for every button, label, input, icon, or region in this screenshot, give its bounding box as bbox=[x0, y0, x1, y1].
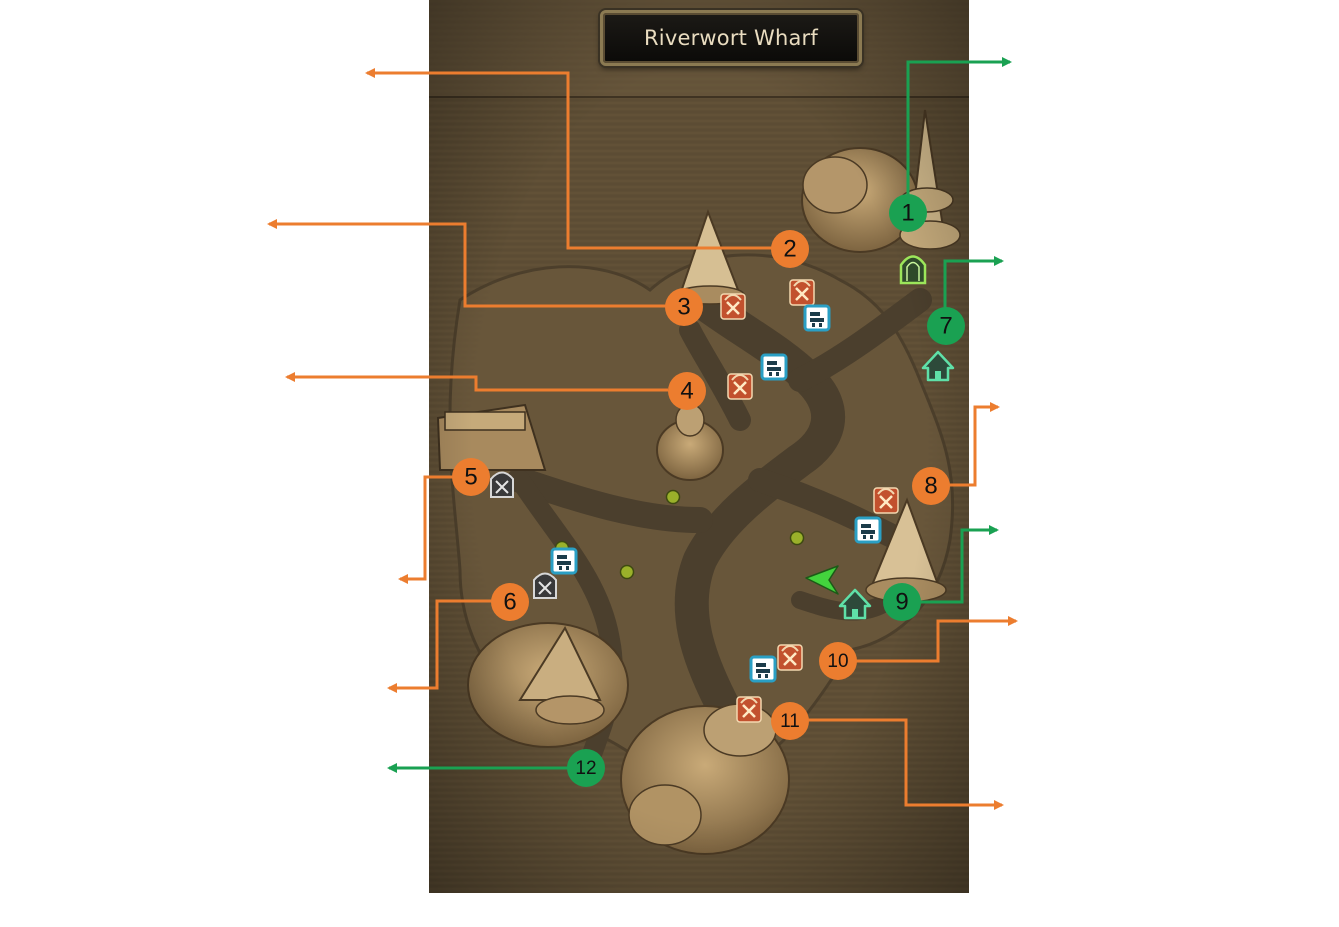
callout-leader-3 bbox=[267, 219, 667, 308]
shop-npc-icon[interactable] bbox=[727, 373, 753, 400]
locked-gate-icon[interactable] bbox=[533, 572, 557, 599]
callout-leader-11 bbox=[808, 718, 1004, 810]
callout-leader-2 bbox=[365, 68, 775, 250]
callout-leader-5 bbox=[398, 475, 455, 584]
callout-marker-12: 12 bbox=[567, 749, 605, 787]
callout-number: 8 bbox=[924, 472, 937, 499]
callout-marker-5: 5 bbox=[452, 458, 490, 496]
callout-leader-10 bbox=[856, 616, 1018, 663]
callout-marker-11: 11 bbox=[771, 702, 809, 740]
warehouse-service-icon[interactable] bbox=[854, 516, 882, 544]
callout-marker-4: 4 bbox=[668, 372, 706, 410]
callout-number: 3 bbox=[677, 293, 690, 320]
waypoint-dot-icon[interactable] bbox=[665, 489, 681, 505]
terrain-features bbox=[429, 0, 969, 893]
callout-number: 2 bbox=[783, 235, 796, 262]
residence-house-icon[interactable] bbox=[838, 588, 872, 620]
callout-number: 12 bbox=[575, 758, 596, 779]
shop-npc-icon[interactable] bbox=[777, 644, 803, 671]
callout-number: 4 bbox=[680, 377, 693, 404]
map-title: Riverwort Wharf bbox=[644, 26, 818, 50]
callout-number: 5 bbox=[464, 463, 477, 490]
callout-marker-7: 7 bbox=[927, 307, 965, 345]
player-position-arrow-icon[interactable] bbox=[805, 565, 839, 595]
callout-marker-9: 9 bbox=[883, 583, 921, 621]
shop-npc-icon[interactable] bbox=[873, 487, 899, 514]
callout-leader-1 bbox=[906, 57, 1012, 196]
warehouse-service-icon[interactable] bbox=[749, 655, 777, 683]
callout-marker-8: 8 bbox=[912, 467, 950, 505]
warehouse-service-icon[interactable] bbox=[803, 304, 831, 332]
callout-leader-6 bbox=[387, 599, 493, 693]
callout-marker-1: 1 bbox=[889, 194, 927, 232]
callout-marker-2: 2 bbox=[771, 230, 809, 268]
callout-marker-10: 10 bbox=[819, 642, 857, 680]
callout-number: 1 bbox=[901, 199, 914, 226]
portal-arch-icon[interactable] bbox=[899, 255, 927, 285]
locked-gate-icon[interactable] bbox=[490, 471, 514, 498]
callout-number: 9 bbox=[895, 588, 908, 615]
warehouse-service-icon[interactable] bbox=[760, 353, 788, 381]
callout-leader-7 bbox=[943, 256, 1004, 311]
callout-leader-8 bbox=[948, 402, 1000, 487]
residence-house-icon[interactable] bbox=[921, 350, 955, 382]
callout-number: 11 bbox=[780, 711, 800, 732]
map-title-banner: Riverwort Wharf bbox=[600, 10, 862, 66]
shop-npc-icon[interactable] bbox=[720, 293, 746, 320]
map-icons bbox=[490, 255, 955, 723]
shop-npc-icon[interactable] bbox=[736, 696, 762, 723]
callout-leader-4 bbox=[285, 372, 668, 392]
waypoint-dot-icon[interactable] bbox=[619, 564, 635, 580]
callout-marker-6: 6 bbox=[491, 583, 529, 621]
callout-marker-3: 3 bbox=[665, 288, 703, 326]
callout-number: 10 bbox=[827, 651, 848, 672]
callout-number: 7 bbox=[939, 312, 952, 339]
waypoint-dot-icon[interactable] bbox=[789, 530, 805, 546]
callout-leader-9 bbox=[918, 525, 999, 604]
shop-npc-icon[interactable] bbox=[789, 279, 815, 306]
callout-leader-lines bbox=[267, 57, 1018, 810]
callout-number: 6 bbox=[503, 588, 516, 615]
warehouse-service-icon[interactable] bbox=[550, 547, 578, 575]
